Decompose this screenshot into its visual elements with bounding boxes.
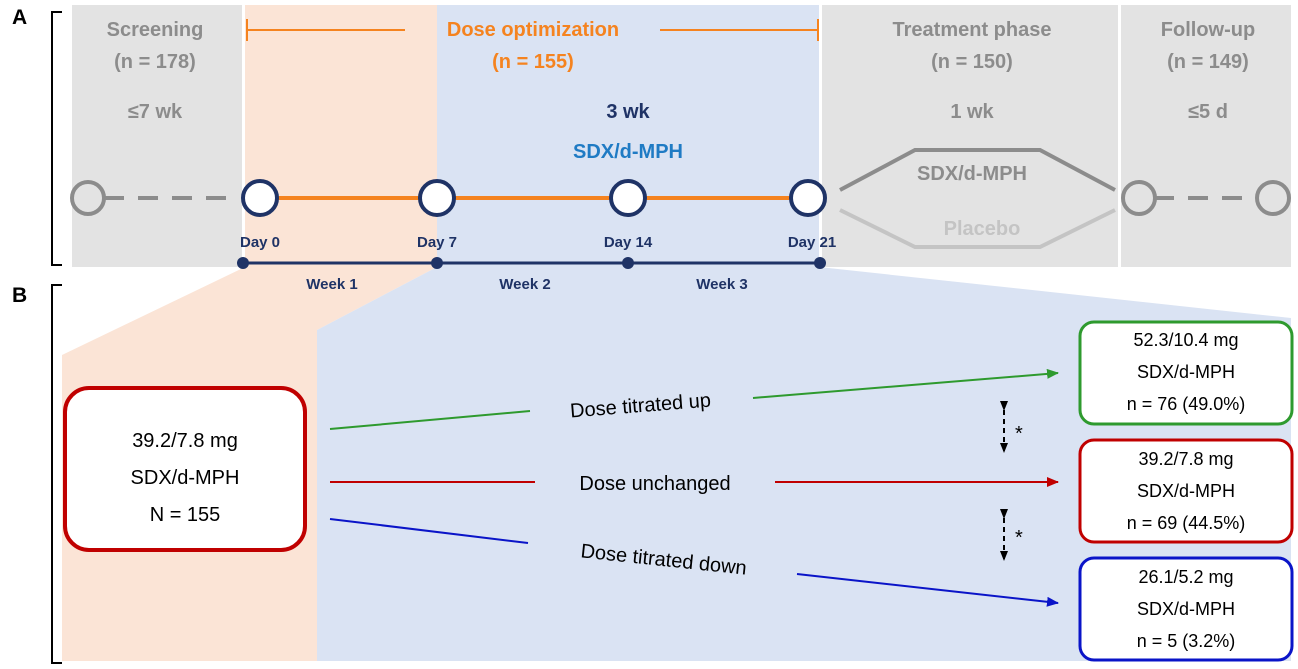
week1-label: Week 1	[306, 276, 357, 293]
week-tick-day7	[431, 257, 443, 269]
panel-a-bracket	[51, 11, 62, 266]
day0-label: Day 0	[240, 234, 280, 251]
starting-dose-drug: SDX/d-MPH	[131, 467, 240, 489]
day21-node	[789, 179, 827, 217]
week-tick-day21	[814, 257, 826, 269]
panel-a-label: A	[12, 6, 27, 29]
treatment-active-arm: SDX/d-MPH	[917, 163, 1027, 185]
week2-label: Week 2	[499, 276, 550, 293]
starting-dose-amount: 39.2/7.8 mg	[132, 430, 238, 452]
followup-end-node	[1255, 180, 1291, 216]
outcome-unchanged-dose: 39.2/7.8 mg	[1138, 449, 1233, 469]
day7-label: Day 7	[417, 234, 457, 251]
followup-start-node	[1121, 180, 1157, 216]
starting-dose-box	[63, 386, 307, 552]
outcome-down-dose: 26.1/5.2 mg	[1138, 567, 1233, 587]
day7-node	[418, 179, 456, 217]
treatment-placebo-arm: Placebo	[944, 218, 1021, 240]
panel-b-bracket	[51, 284, 62, 664]
outcome-up-n: n = 76 (49.0%)	[1127, 394, 1246, 414]
dose-optimization-week1-panel	[245, 5, 437, 267]
week-tick-day14	[622, 257, 634, 269]
outcome-down-drug: SDX/d-MPH	[1137, 599, 1235, 619]
panel-b-label: B	[12, 284, 27, 307]
significance-star-2: *	[1015, 527, 1023, 549]
unchanged-label: Dose unchanged	[579, 473, 730, 495]
significance-star-1: *	[1015, 423, 1023, 445]
week2-3-expansion-region	[317, 267, 1291, 661]
titrated-down-line-left	[329, 518, 529, 544]
followup-duration: ≤5 d	[1188, 101, 1228, 123]
outcome-up-drug: SDX/d-MPH	[1137, 362, 1235, 382]
day0-node	[241, 179, 279, 217]
outcome-unchanged-drug: SDX/d-MPH	[1137, 481, 1235, 501]
treatment-title: Treatment phase	[893, 19, 1052, 41]
dose-optimization-n: (n = 155)	[492, 51, 574, 73]
day14-node	[609, 179, 647, 217]
placebo-arm-line	[839, 208, 1116, 249]
screening-n: (n = 178)	[114, 51, 196, 73]
titrated-down-arrow	[796, 573, 1059, 607]
week3-label: Week 3	[696, 276, 747, 293]
day14-label: Day 14	[604, 234, 653, 251]
dose-optimization-week2-3-panel	[437, 5, 819, 267]
day21-label: Day 21	[788, 234, 836, 251]
outcome-up-dose: 52.3/10.4 mg	[1133, 330, 1238, 350]
dose-optimization-title: Dose optimization	[447, 19, 619, 41]
screening-panel	[72, 5, 242, 267]
dose-optimization-duration: 3 wk	[606, 101, 650, 123]
treatment-duration: 1 wk	[950, 101, 994, 123]
screening-duration: ≤7 wk	[128, 101, 183, 123]
week-tick-day0	[237, 257, 249, 269]
outcome-unchanged-n: n = 69 (44.5%)	[1127, 513, 1246, 533]
titrated-up-line-left	[329, 410, 531, 430]
outcome-down-box	[1078, 556, 1294, 662]
screening-title: Screening	[107, 19, 204, 41]
dose-optimization-drug: SDX/d-MPH	[573, 141, 683, 163]
followup-panel	[1121, 5, 1291, 267]
titrated-up-arrow	[752, 368, 1059, 399]
outcome-down-n: n = 5 (3.2%)	[1137, 631, 1236, 651]
followup-title: Follow-up	[1161, 19, 1255, 41]
active-arm-line	[839, 148, 1116, 192]
screening-node	[70, 180, 106, 216]
followup-n: (n = 149)	[1167, 51, 1249, 73]
treatment-n: (n = 150)	[931, 51, 1013, 73]
outcome-up-box	[1078, 320, 1294, 426]
outcome-unchanged-box	[1078, 438, 1294, 544]
starting-dose-n: N = 155	[150, 504, 221, 526]
